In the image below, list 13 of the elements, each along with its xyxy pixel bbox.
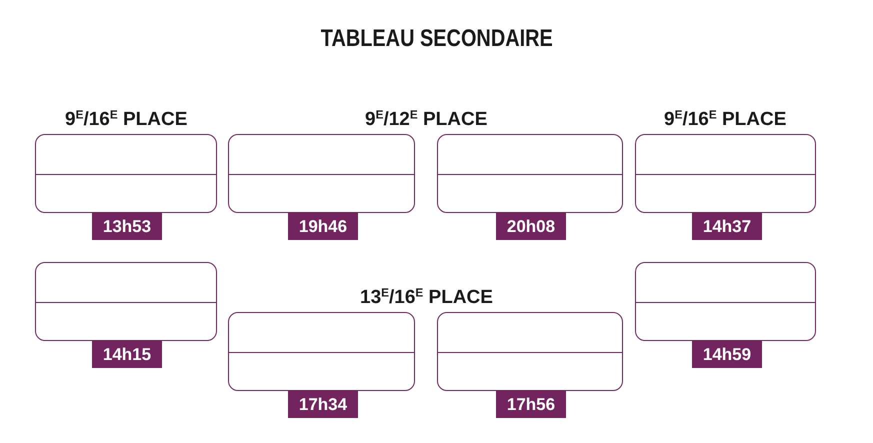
time-tag: 17h56 <box>496 391 566 418</box>
section-heading: 13$^{E}$/16$^{E}$ PLACE <box>360 288 493 307</box>
title: TABLEAU SECONDAIRE <box>320 27 553 51</box>
time-tag: 20h08 <box>496 213 566 240</box>
time-tag: 17h34 <box>288 391 358 418</box>
time-tag: 14h37 <box>692 213 762 240</box>
time-tag: 14h15 <box>92 341 162 368</box>
time-tag: 19h46 <box>288 213 358 240</box>
time-tag: 14h59 <box>692 341 762 368</box>
section-heading: 9$^{E}$/16$^{E}$ PLACE <box>65 110 188 129</box>
section-heading: 9$^{E}$/16$^{E}$ PLACE <box>664 110 786 129</box>
section-heading: 9$^{E}$/12$^{E}$ PLACE <box>365 110 488 129</box>
time-tag: 13h53 <box>92 213 162 240</box>
